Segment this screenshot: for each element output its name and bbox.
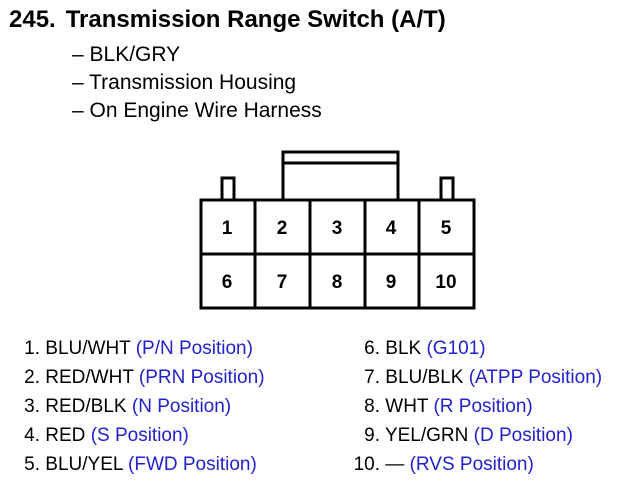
legend-item-7: 7. BLU/BLK (ATPP Position) xyxy=(364,367,603,388)
title-text: Transmission Range Switch (A/T) xyxy=(65,6,446,33)
connector-location: – Transmission Housing xyxy=(72,71,297,94)
legend-item-5: 5. BLU/YEL (FWD Position) xyxy=(24,454,257,475)
legend-item-2: 2. RED/WHT (PRN Position) xyxy=(24,367,265,388)
pin-7-label: 7 xyxy=(277,272,288,293)
legend-item-9: 9. YEL/GRN (D Position) xyxy=(364,425,573,446)
pin-3-label: 3 xyxy=(332,218,343,239)
pin-4-label: 4 xyxy=(386,218,397,239)
connector-right-latch xyxy=(439,176,455,200)
pin-8-label: 8 xyxy=(332,272,343,293)
connector-color: – BLK/GRY xyxy=(72,43,181,66)
connector-harness: – On Engine Wire Harness xyxy=(72,99,322,122)
pin-5-label: 5 xyxy=(441,218,452,239)
connector-left-latch xyxy=(220,176,236,200)
pin-2-label: 2 xyxy=(277,218,288,239)
pin-10-label: 10 xyxy=(435,272,456,293)
page-title: 245. Transmission Range Switch (A/T) xyxy=(9,6,446,34)
legend-item-1: 1. BLU/WHT (P/N Position) xyxy=(24,338,253,359)
legend-item-8: 8. WHT (R Position) xyxy=(364,396,533,417)
legend-item-4: 4. RED (S Position) xyxy=(24,425,189,446)
legend-item-10: 10. — (RVS Position) xyxy=(353,454,534,475)
pin-1-label: 1 xyxy=(222,218,233,239)
legend-item-6: 6. BLK (G101) xyxy=(364,338,486,359)
title-number: 245. xyxy=(9,6,56,33)
pin-6-label: 6 xyxy=(222,272,233,293)
connector-lock-tab xyxy=(281,150,400,200)
pin-9-label: 9 xyxy=(386,272,397,293)
legend-item-3: 3. RED/BLK (N Position) xyxy=(24,396,232,417)
